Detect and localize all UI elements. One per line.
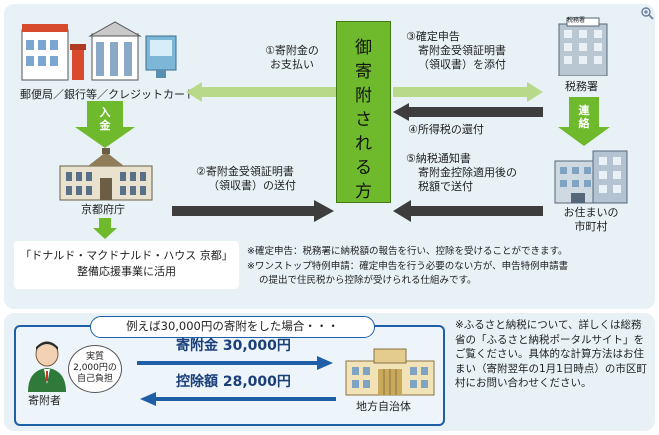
donation-arrow: [137, 356, 333, 370]
note-onestop-1: ※ワンストップ特例申請：確定申告を行う必要のない方が、申告特例申請書: [247, 261, 569, 272]
example-title: 例えば30,000円の寄附をした場合・・・: [90, 316, 375, 338]
use-line1: 「ドナルド・マクドナルド・ハウス 京都」: [20, 249, 233, 262]
use-arrow: [93, 218, 117, 239]
step4-text: ④所得税の還付: [408, 123, 484, 136]
use-line2: 整備応援事業に活用: [77, 265, 176, 278]
tax-office-icon: [558, 17, 608, 76]
deduction-amount: 控除額 28,000円: [176, 374, 291, 390]
donor-box: 御寄附される方: [336, 21, 391, 203]
step3-text: ③確定申告 寄附金受領証明書 （領収書）を添付: [406, 30, 506, 71]
step4-arrow: [393, 103, 543, 121]
bank-buildings-icon: [21, 21, 177, 81]
step5-text: ⑤納税通知書 寄附金控除適用後の 税額で送付: [406, 152, 517, 193]
deduction-arrow: [140, 392, 336, 406]
donor-person-icon: [28, 341, 66, 392]
city-hall-icon: [554, 150, 628, 204]
local-gov-icon: [345, 348, 435, 396]
tax-office-sign: 税務署: [567, 17, 586, 24]
donor-label: 寄附者: [28, 394, 61, 407]
self-burden-bubble: 実質 2,000円の 自己負担: [68, 345, 122, 393]
step2-text: ②寄附金受領証明書（領収書）の送付: [196, 165, 296, 192]
local-gov-label: 地方自治体: [356, 400, 411, 413]
donation-amount: 寄附金 30,000円: [176, 338, 291, 354]
step1-text: ①寄附金のお支払い: [265, 44, 319, 71]
step5-arrow: [393, 200, 543, 222]
kyoto-label: 京都府庁: [81, 203, 125, 216]
contact-arrow: [558, 97, 610, 146]
note-kakutei: ※確定申告：税務署に納税額の報告を行い、控除を受けることができます。: [247, 246, 568, 257]
step1-arrow: [186, 82, 336, 102]
step2-arrow: [172, 200, 334, 222]
city-label: お住まいの市町村: [563, 206, 619, 233]
tax-office-label: 税務署: [565, 80, 598, 93]
furusato-note: ※ふるさと納税について、詳しくは総務省の「ふるさと納税ポータルサイト」をご覧くだ…: [455, 319, 647, 389]
deposit-label: 入金: [99, 106, 111, 132]
kyoto-office-icon: [59, 148, 153, 201]
deposit-arrow: [75, 101, 135, 148]
zoom-icon[interactable]: [640, 6, 654, 20]
contact-label: 連絡: [578, 104, 590, 130]
bank-label: 郵便局／銀行等／クレジットカード: [20, 88, 196, 101]
step3-arrow: [393, 82, 543, 102]
use-box: 「ドナルド・マクドナルド・ハウス 京都」 整備応援事業に活用: [14, 241, 239, 289]
note-onestop-2: の提出で住民税から控除が受けられる仕組みです。: [259, 275, 477, 286]
